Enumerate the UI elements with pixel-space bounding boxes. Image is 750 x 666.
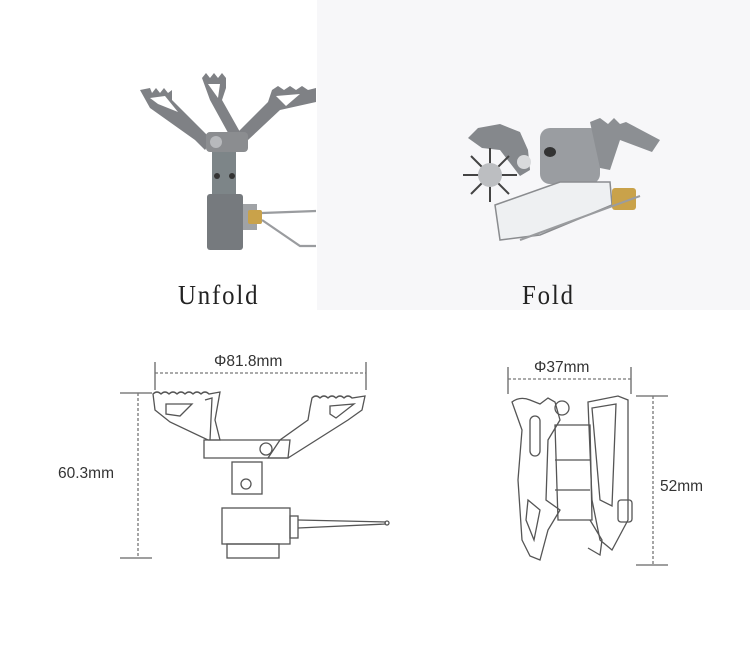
folded-stove-photo <box>463 118 660 241</box>
fold-caption: Fold <box>522 280 575 310</box>
unfold-width-label: Φ81.8mm <box>214 353 283 370</box>
fold-height-label: 52mm <box>660 478 704 495</box>
unfold-caption: Unfold <box>178 280 260 310</box>
fold-photo-panel <box>317 0 750 310</box>
fold-width-label: Φ37mm <box>534 359 590 376</box>
unfolded-stove-photo <box>140 73 317 250</box>
unfold-height-label: 60.3mm <box>58 465 114 482</box>
folded-dimension-drawing <box>507 367 668 566</box>
unfolded-dimension-drawing <box>120 362 390 559</box>
